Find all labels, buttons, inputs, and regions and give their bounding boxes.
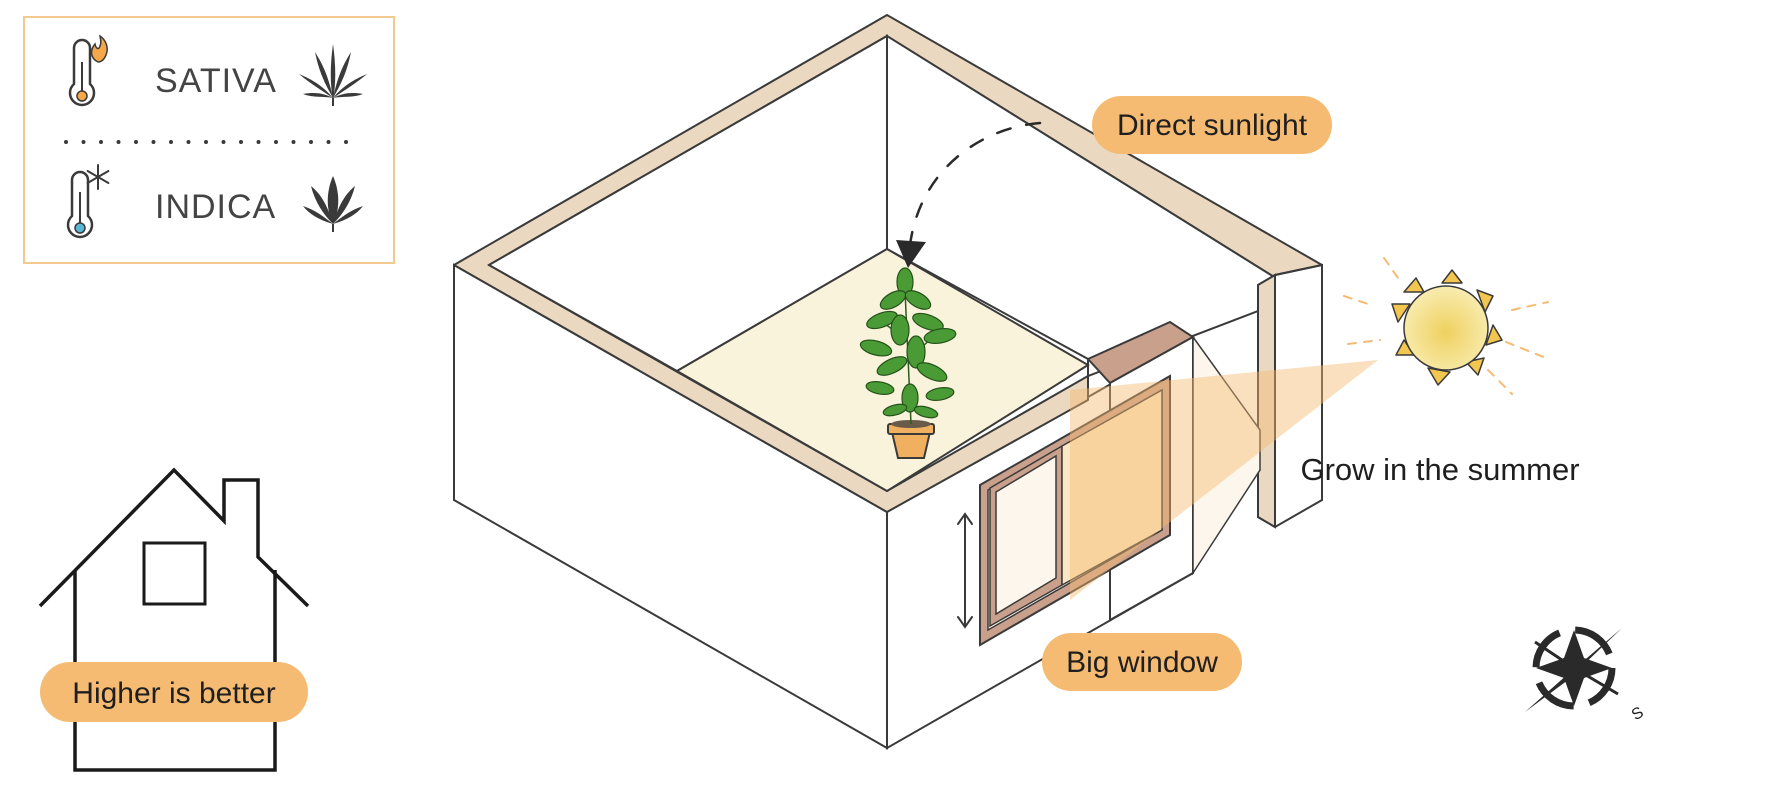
big-window-label: Big window [1066,646,1218,679]
cannabis-leaf-icon [303,176,363,232]
grow-in-summer-label: Grow in the summer [1300,452,1579,487]
direct-sunlight-label: Direct sunlight [1117,109,1308,142]
cannabis-plant [859,267,957,459]
house-outline [38,467,310,772]
sun-icon [1343,257,1549,395]
direct-sunlight-badge: Direct sunlight [1092,96,1332,154]
compass-icon: S [1525,626,1647,724]
cannabis-leaf-icon [299,44,367,106]
plant-pot [887,420,935,459]
compass-south-label: S [1629,704,1647,724]
strain-legend: SATIVA INDICA [23,16,395,264]
sunlight-arrow [896,121,1042,268]
window-height-arrow [957,512,973,629]
higher-is-better-badge: Higher is better [40,662,308,722]
thermometer-flame-icon [68,34,108,107]
big-window-badge: Big window [1042,633,1242,691]
legend-indica-label: INDICA [155,188,276,226]
legend-sativa-label: SATIVA [155,62,277,100]
thermometer-snowflake-icon [66,164,110,239]
sunlight-beam [1070,360,1378,600]
higher-is-better-label: Higher is better [72,677,275,710]
house-window [142,541,207,606]
